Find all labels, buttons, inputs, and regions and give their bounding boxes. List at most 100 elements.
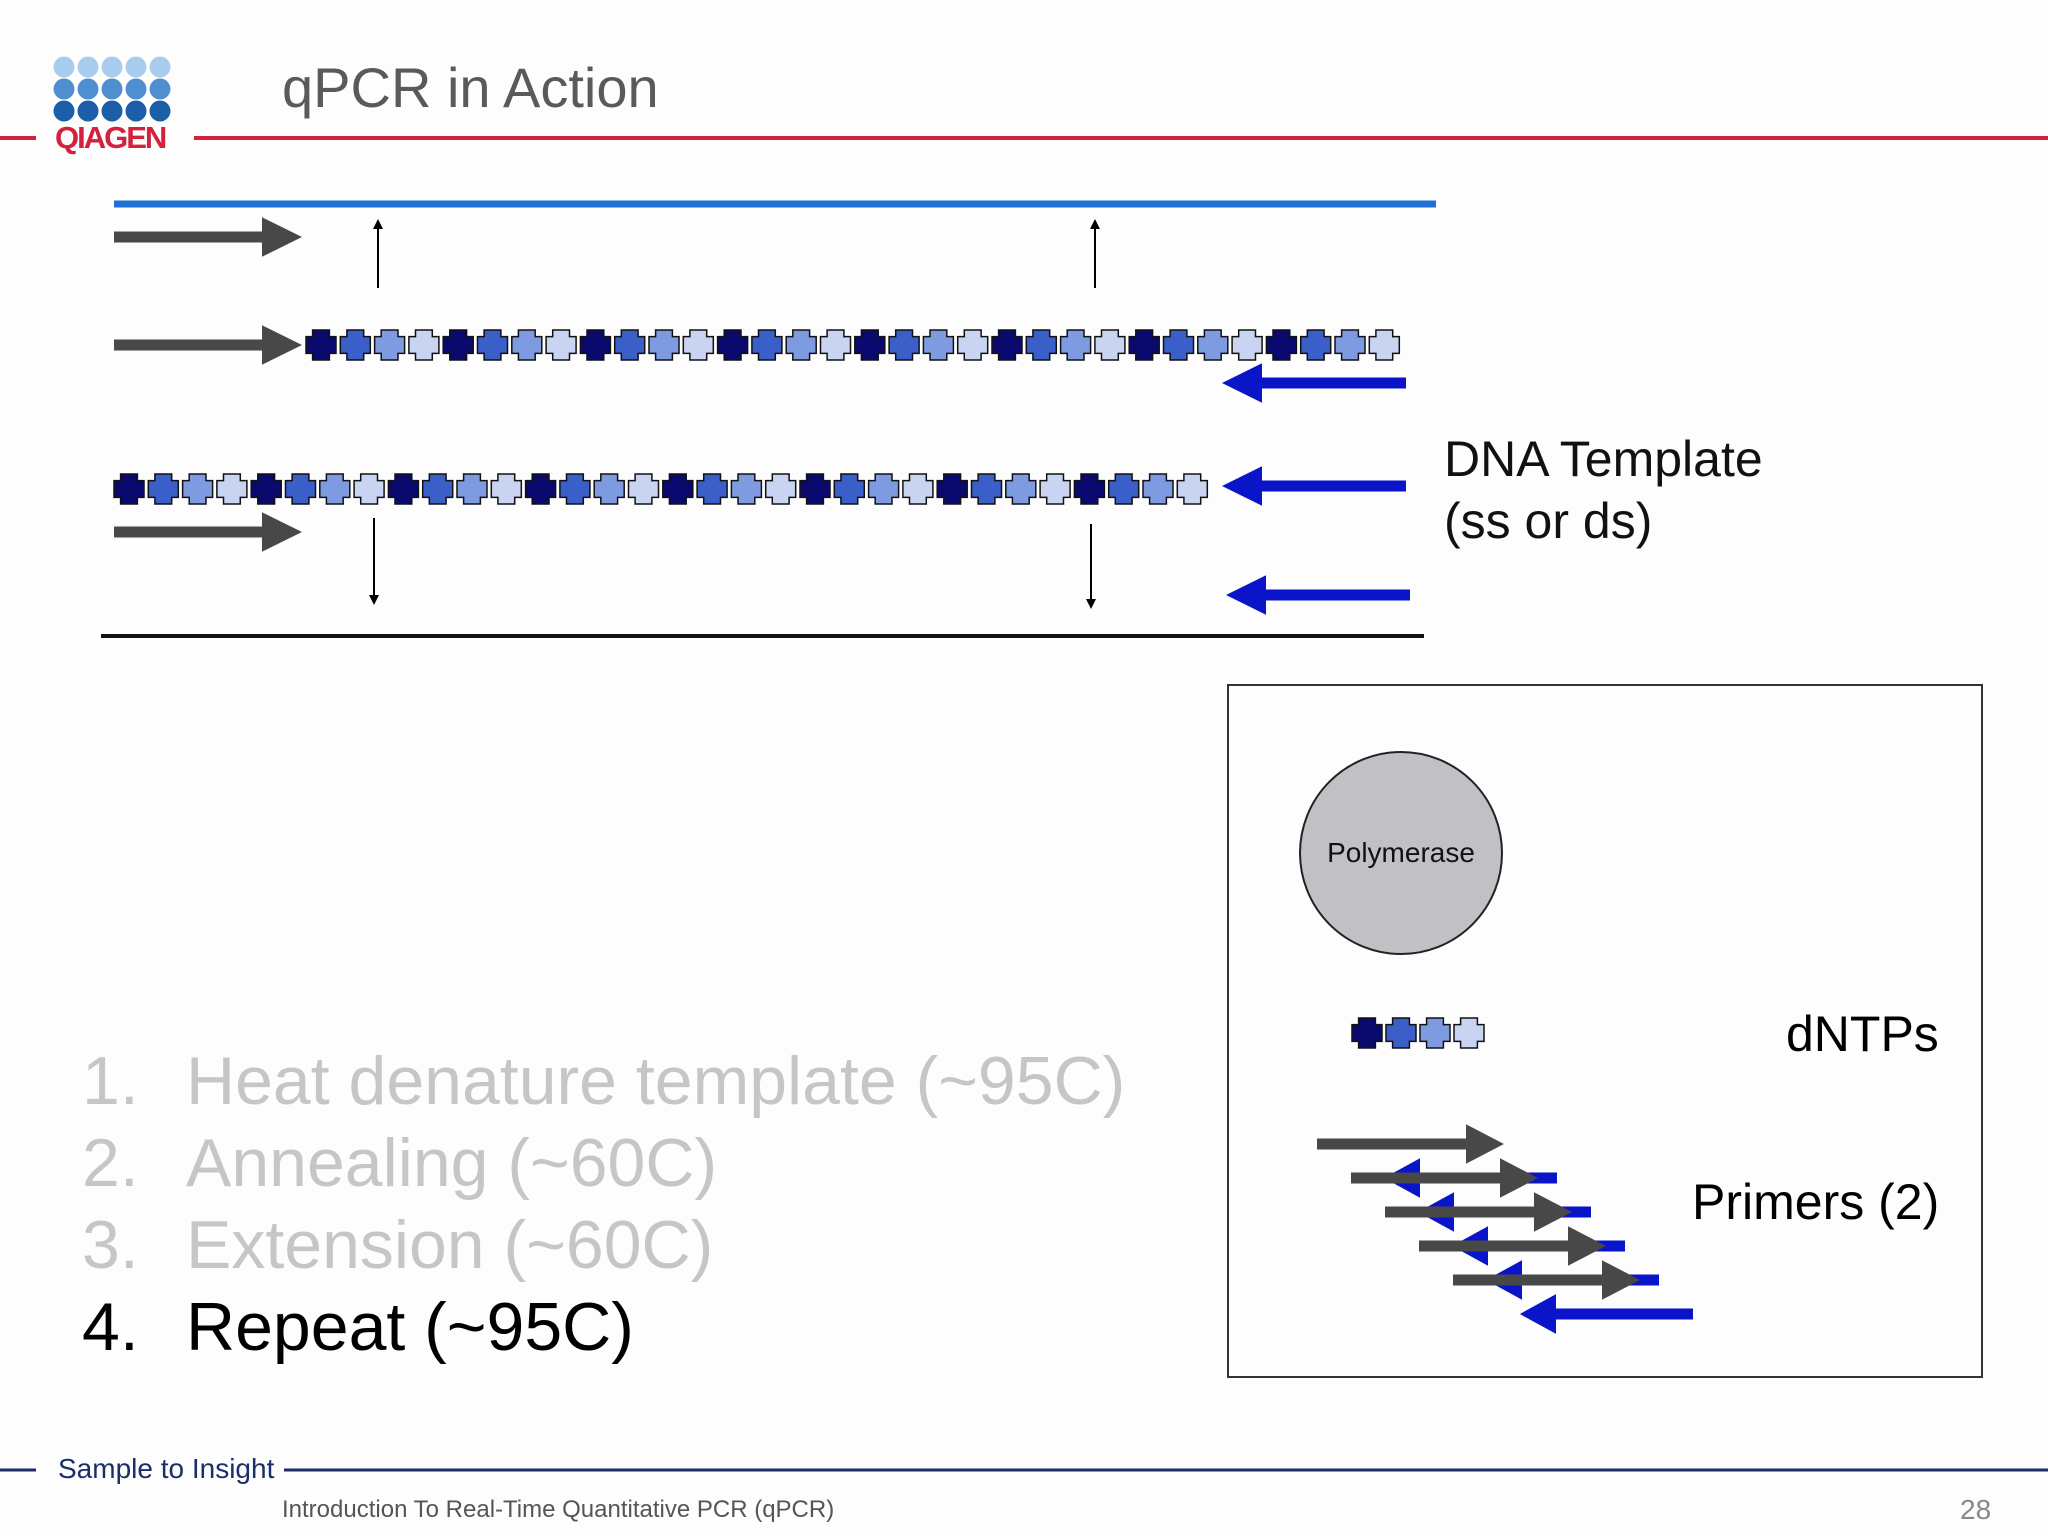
step-item: 3.Extension (~60C) xyxy=(82,1204,1125,1286)
nucleotide xyxy=(627,473,660,505)
nucleotide xyxy=(442,329,474,361)
nucleotide xyxy=(1073,473,1106,505)
step-item: 2. Annealing (~60C) xyxy=(82,1122,1125,1204)
nucleotide xyxy=(867,473,900,505)
nucleotide xyxy=(373,329,406,361)
nucleotide xyxy=(716,329,749,361)
nucleotide xyxy=(387,473,420,505)
primer-legend-forward-head xyxy=(1534,1192,1572,1232)
nucleotide xyxy=(799,473,831,505)
primer-legend-forward-head xyxy=(1466,1124,1504,1164)
dna-template-line-2: (ss or ds) xyxy=(1444,493,1653,549)
footer-tagline: Sample to Insight xyxy=(58,1453,275,1484)
nucleotide xyxy=(113,473,145,505)
nucleotide xyxy=(1162,329,1195,361)
nucleotide xyxy=(1299,329,1332,361)
primer-legend-forward-head xyxy=(1602,1260,1640,1300)
nucleotide xyxy=(339,329,372,361)
nucleotide xyxy=(936,473,968,505)
nucleotide xyxy=(613,329,646,361)
footer-presentation-title: Introduction To Real-Time Quantitative P… xyxy=(282,1496,835,1523)
step-number: 2. xyxy=(82,1125,139,1201)
nucleotide xyxy=(1231,329,1263,361)
nucleotide xyxy=(682,329,715,361)
logo-dot xyxy=(77,100,99,122)
nucleotide xyxy=(819,329,852,361)
nucleotide xyxy=(1453,1017,1485,1049)
nucleotide xyxy=(991,329,1023,361)
primer-legend-forward-head xyxy=(1568,1226,1606,1266)
nucleotide xyxy=(1385,1017,1417,1049)
nucleotide xyxy=(648,329,680,361)
nucleotide xyxy=(902,473,934,505)
nucleotide xyxy=(1197,329,1229,361)
nucleotide xyxy=(730,473,763,505)
nucleotide xyxy=(764,473,797,505)
nucleotide xyxy=(490,473,523,505)
page-number: 28 xyxy=(1960,1494,1992,1525)
nucleotide xyxy=(305,329,337,361)
nucleotide xyxy=(696,473,728,505)
nucleotide xyxy=(1265,329,1298,361)
primers-label: Primers (2) xyxy=(1692,1174,1940,1230)
nucleotide xyxy=(511,329,543,361)
logo-dot xyxy=(149,100,171,122)
step-text: Heat denature template (~95C) xyxy=(186,1043,1126,1119)
nucleotide xyxy=(147,473,180,505)
nucleotide xyxy=(1005,473,1037,505)
step-item: 1. Heat denature template (~95C) xyxy=(82,1040,1125,1122)
nucleotide xyxy=(1107,473,1140,505)
step-item-active: 4.Repeat (~95C) xyxy=(82,1286,1125,1368)
nucleotide xyxy=(181,473,214,505)
logo-dot xyxy=(77,78,99,100)
nucleotide xyxy=(1128,329,1160,361)
nucleotide xyxy=(353,473,385,505)
nucleotide xyxy=(1419,1017,1451,1049)
nucleotide xyxy=(1025,329,1058,361)
nucleotide xyxy=(1059,329,1092,361)
nucleotide xyxy=(524,473,557,505)
reverse-primer-arrow-head xyxy=(1222,466,1262,506)
nucleotide xyxy=(216,473,248,505)
forward-primer-arrow-head xyxy=(262,325,302,365)
nucleotide xyxy=(250,473,282,505)
forward-primer-arrow-head xyxy=(262,217,302,257)
qiagen-logo-icon xyxy=(53,56,171,122)
dntps-label: dNTPs xyxy=(1786,1006,1939,1062)
logo-dot xyxy=(77,56,99,78)
nucleotide xyxy=(970,473,1003,505)
reagents-box xyxy=(1227,684,1983,1378)
nucleotide xyxy=(854,329,886,361)
logo-dot xyxy=(149,56,171,78)
logo-dot xyxy=(101,78,123,100)
nucleotide xyxy=(956,329,989,361)
step-number: 1. xyxy=(82,1043,139,1119)
nucleotide xyxy=(1368,329,1401,361)
step-text: Annealing (~60C) xyxy=(186,1125,718,1201)
forward-primer-arrow-head xyxy=(262,512,302,552)
logo-dot xyxy=(53,56,75,78)
primer-legend-reverse-head xyxy=(1520,1294,1556,1334)
nucleotide xyxy=(1039,473,1071,505)
polymerase-label: Polymerase xyxy=(1327,837,1475,868)
nucleotide xyxy=(421,473,454,505)
logo-dot xyxy=(53,78,75,100)
step-text: Repeat (~95C) xyxy=(186,1289,634,1365)
logo-dot xyxy=(101,100,123,122)
nucleotide xyxy=(1351,1017,1383,1049)
nucleotide xyxy=(319,473,351,505)
nucleotide xyxy=(456,473,488,505)
reverse-primer-arrow-head xyxy=(1226,575,1266,615)
logo-dot xyxy=(53,100,75,122)
nucleotide xyxy=(1094,329,1126,361)
nucleotide xyxy=(751,329,783,361)
nucleotide xyxy=(785,329,817,361)
nucleotide xyxy=(408,329,440,361)
nucleotide xyxy=(1334,329,1366,361)
reverse-primer-arrow-head xyxy=(1222,363,1262,403)
dna-template-line-1: DNA Template xyxy=(1444,431,1763,487)
logo-dot xyxy=(101,56,123,78)
slide-title: qPCR in Action xyxy=(282,56,659,119)
nucleotide xyxy=(833,473,866,505)
logo-dot xyxy=(149,78,171,100)
